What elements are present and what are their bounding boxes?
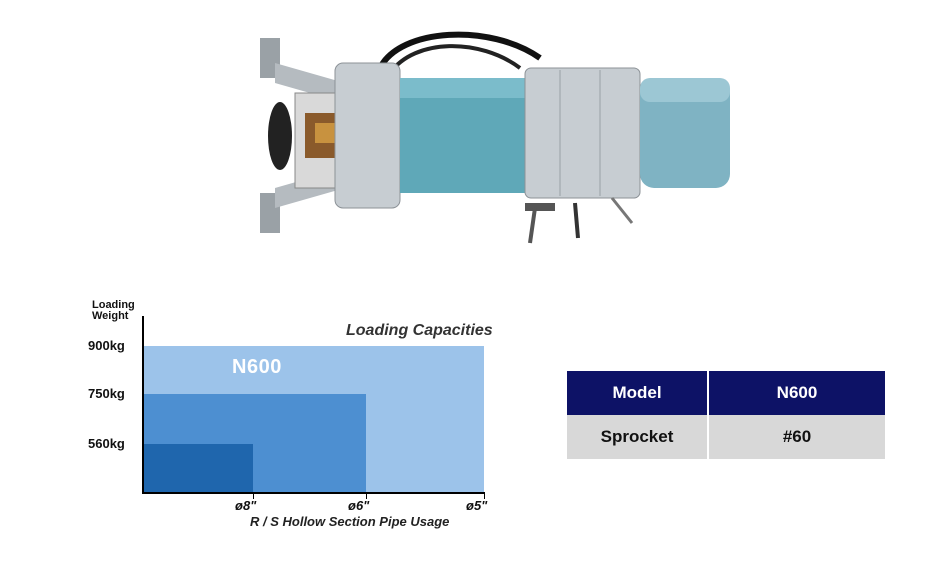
- spec-table-header-row: Model N600: [567, 371, 885, 415]
- x-tick-mark: [253, 494, 254, 499]
- spec-table-row: Sprocket #60: [567, 415, 885, 459]
- y-tick-label: 560kg: [88, 436, 125, 451]
- motor-icon: [260, 31, 730, 244]
- x-tick-label: ø8": [235, 498, 257, 513]
- chart-title: Loading Capacities: [346, 322, 493, 339]
- x-axis: [142, 492, 485, 494]
- y-tick-label: 750kg: [88, 386, 125, 401]
- y-tick-label: 900kg: [88, 338, 125, 353]
- x-tick-label: ø6": [348, 498, 370, 513]
- model-label: Model: [567, 371, 708, 415]
- series-label: N600: [232, 356, 282, 378]
- model-value: N600: [707, 371, 885, 415]
- x-tick-mark: [484, 494, 485, 499]
- sprocket-value: #60: [707, 415, 885, 459]
- sprocket-label: Sprocket: [567, 415, 708, 459]
- capacity-bar-0: [144, 444, 253, 492]
- y-axis: [142, 316, 144, 494]
- y-axis-label: Loading Weight: [92, 299, 135, 322]
- x-axis-label: R / S Hollow Section Pipe Usage: [250, 514, 450, 529]
- x-tick-label: ø5": [466, 498, 488, 513]
- loading-capacity-chart: Loading Weight Loading Capacities N600 9…: [80, 298, 500, 538]
- product-photo: [260, 31, 730, 244]
- x-tick-mark: [366, 494, 367, 499]
- spec-table: Model N600 Sprocket #60: [567, 371, 885, 459]
